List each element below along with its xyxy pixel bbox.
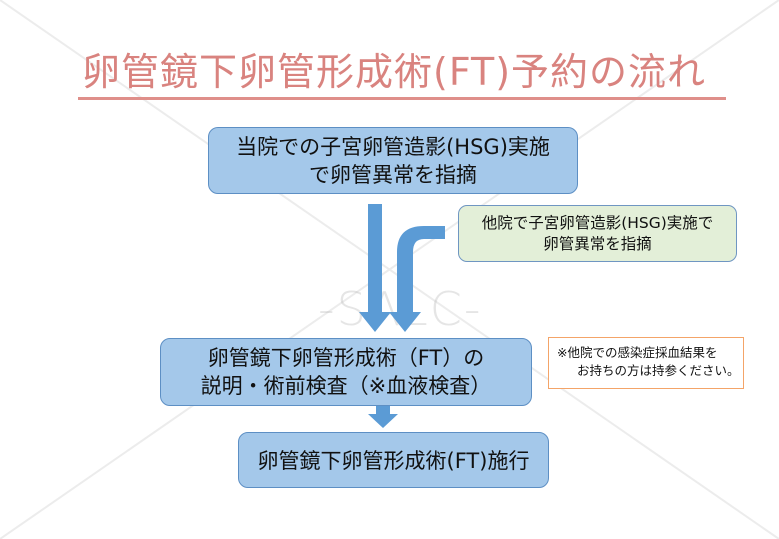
down-arrow-icon [359,204,391,332]
step-other-hospital-hsg: 他院で子宮卵管造影(HSG)実施で 卵管異常を指摘 [458,205,737,262]
step-explanation-line2: 説明・術前検査（※血液検査） [200,374,492,398]
step-own-hospital-hsg-line1: 当院での子宮卵管造影(HSG)実施 [236,134,550,159]
page-title: 卵管鏡下卵管形成術(FT)予約の流れ [82,50,707,94]
title-underline [78,97,726,100]
step-surgery: 卵管鏡下卵管形成術(FT)施行 [238,432,549,488]
note-line1: ※他院での感染症採血結果を [557,345,718,360]
step-explanation-line1: 卵管鏡下卵管形成術（FT）の [207,346,485,370]
step-own-hospital-hsg: 当院での子宮卵管造影(HSG)実施 で卵管異常を指摘 [208,127,578,194]
down-arrow-small-icon [368,403,398,428]
step-surgery-line1: 卵管鏡下卵管形成術(FT)施行 [257,449,530,473]
bent-arrow-icon [389,226,445,332]
step-other-hospital-hsg-line2: 卵管異常を指摘 [543,234,652,253]
note-line2: お持ちの方は持参ください。 [577,363,740,378]
step-own-hospital-hsg-line2: で卵管異常を指摘 [309,162,477,187]
blood-test-note: ※他院での感染症採血結果を お持ちの方は持参ください。 [548,337,744,389]
step-explanation-preop-tests: 卵管鏡下卵管形成術（FT）の 説明・術前検査（※血液検査） [160,338,532,406]
step-other-hospital-hsg-line1: 他院で子宮卵管造影(HSG)実施で [481,213,714,232]
